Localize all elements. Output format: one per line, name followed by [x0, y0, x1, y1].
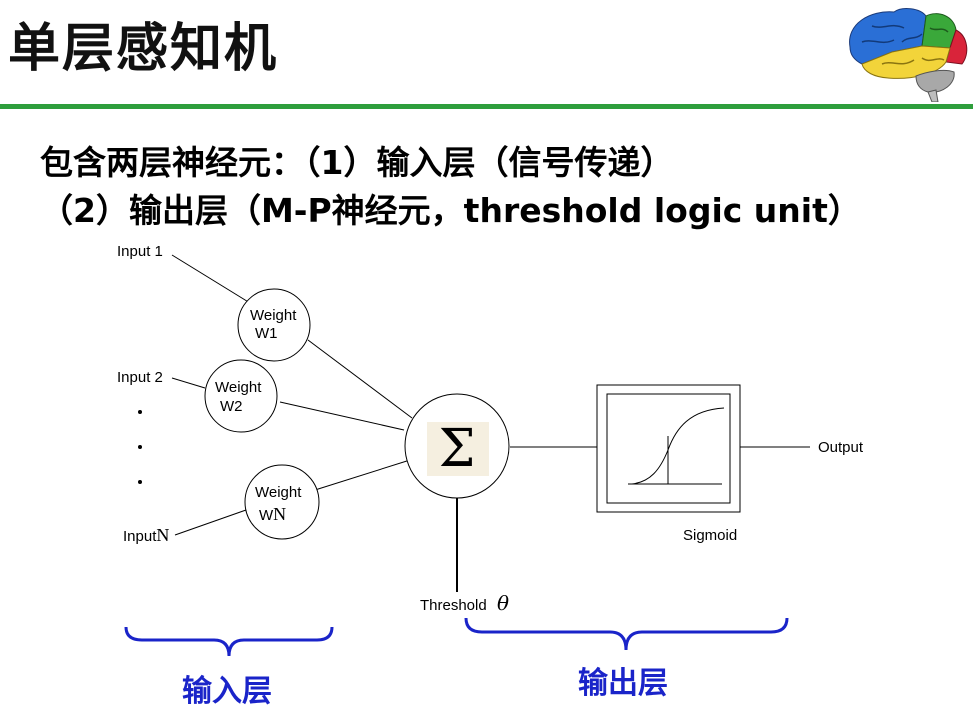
ellipsis-dot-2 — [138, 445, 142, 449]
weight-n-w: W — [259, 507, 274, 524]
input-layer-brace — [124, 626, 334, 657]
input-2-label: Input 2 — [117, 369, 163, 386]
sigmoid-label: Sigmoid — [683, 527, 737, 544]
weight-n-symbol: WN — [259, 504, 286, 524]
theta-symbol: θ — [497, 591, 509, 615]
sigmoid-box — [596, 384, 741, 513]
weight-node-1: Weight W1 — [237, 288, 311, 362]
weight-1-symbol: W1 — [255, 325, 278, 342]
threshold-label: Threshold — [420, 597, 487, 614]
input-n-subscript: N — [156, 525, 169, 545]
weight-node-2: Weight W2 — [204, 359, 278, 433]
input-1-label: Input 1 — [117, 243, 163, 260]
summation-node: Σ — [404, 393, 510, 499]
sigmoid-curve — [631, 407, 725, 485]
edge-inputN-weightN — [174, 509, 247, 536]
title-rule — [0, 104, 973, 109]
weight-n-subscript: N — [273, 504, 286, 524]
slide-title: 单层感知机 — [8, 19, 279, 79]
body-line-2: （2）输出层（M-P神经元，threshold logic unit） — [40, 191, 861, 230]
ellipsis-dot-1 — [138, 410, 142, 414]
edge-weight1-sum — [307, 339, 413, 419]
weight-n-word: Weight — [255, 484, 302, 501]
edge-input2-weight2 — [171, 377, 206, 389]
sum-symbol: Σ — [439, 419, 476, 479]
ellipsis-dot-3 — [138, 480, 142, 484]
input-layer-label: 输入层 — [182, 674, 272, 709]
edge-weight2-sum — [279, 401, 405, 431]
brain-logo-icon — [849, 8, 968, 102]
output-layer-label: 输出层 — [578, 666, 668, 701]
input-n-word: Input — [123, 528, 157, 545]
weight-2-symbol: W2 — [220, 398, 243, 415]
output-label: Output — [818, 439, 864, 456]
weight-1-word: Weight — [250, 307, 297, 324]
body-line-1: 包含两层神经元：（1）输入层（信号传递） — [40, 143, 674, 182]
input-n-label: InputN — [123, 525, 169, 545]
edge-weightN-sum — [314, 459, 411, 491]
weight-node-n: Weight WN — [244, 464, 320, 540]
output-layer-brace — [464, 617, 789, 651]
edge-input1-weight1 — [171, 254, 251, 304]
weight-2-word: Weight — [215, 379, 262, 396]
